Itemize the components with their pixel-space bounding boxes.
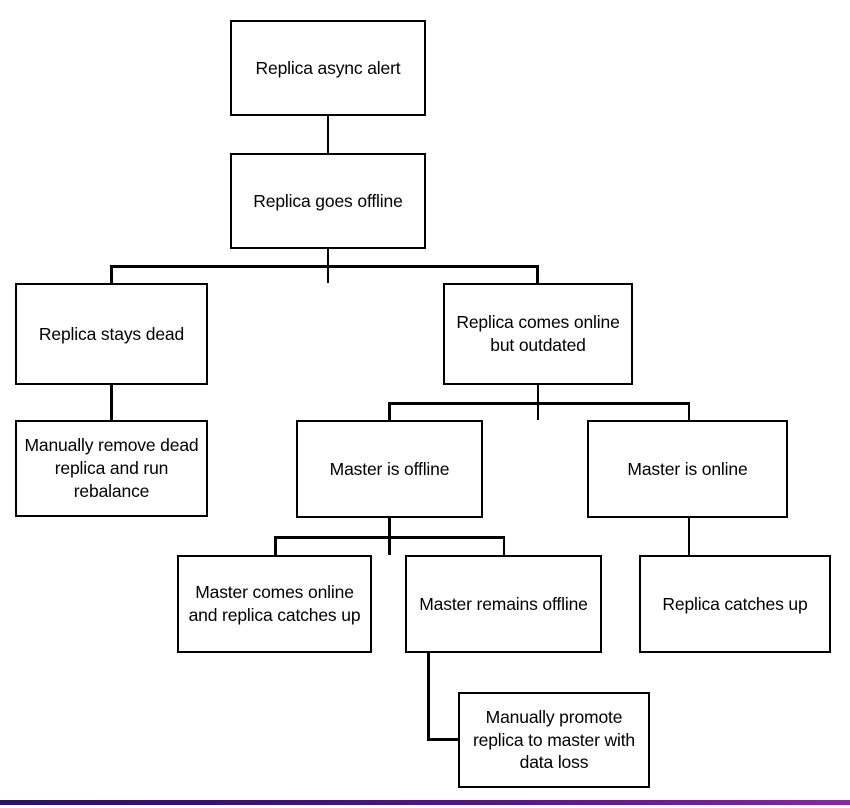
connector-level3-split-bar <box>274 536 505 539</box>
connector-stays-dead-to-remove-replica <box>110 385 113 421</box>
node-label: Replica goes offline <box>253 190 403 211</box>
node-label: Replica async alert <box>255 57 401 78</box>
node-label: Replica comes online but outdated <box>456 312 620 355</box>
connector-level2-split-bar <box>388 402 690 405</box>
node-replica-catches-up[interactable]: Replica catches up <box>639 555 831 653</box>
node-label: Manually remove dead replica and run reb… <box>24 435 199 501</box>
node-label: Master is offline <box>329 458 450 479</box>
node-master-is-online[interactable]: Master is online <box>587 420 788 518</box>
node-manually-remove-dead-replica[interactable]: Manually remove dead replica and run reb… <box>15 420 208 517</box>
node-master-remains-offline[interactable]: Master remains offline <box>405 555 602 653</box>
bottom-accent-rule <box>0 800 850 805</box>
node-replica-stays-dead[interactable]: Replica stays dead <box>15 283 208 385</box>
connector-drop-to-master-is-online <box>687 402 690 421</box>
connector-remains-offline-elbow-vertical <box>427 653 430 740</box>
node-label: Manually promote replica to master with … <box>472 706 636 773</box>
node-label: Master remains offline <box>419 593 588 614</box>
connector-alert-to-goes-offline <box>326 116 329 153</box>
node-master-comes-online-and-replica-catches-up[interactable]: Master comes online and replica catches … <box>177 555 372 653</box>
node-label: Master comes online and replica catches … <box>188 582 361 625</box>
connector-drop-to-master-comes-online <box>274 536 277 555</box>
connector-level1-split-bar <box>110 265 538 268</box>
node-label: Replica stays dead <box>38 323 185 344</box>
node-replica-comes-online-but-outdated[interactable]: Replica comes online but outdated <box>443 283 633 385</box>
node-replica-async-alert[interactable]: Replica async alert <box>230 20 426 116</box>
node-replica-goes-offline[interactable]: Replica goes offline <box>230 153 426 249</box>
connector-drop-to-master-is-offline <box>388 402 391 421</box>
node-label: Replica catches up <box>662 593 808 614</box>
connector-drop-to-replica-stays-dead <box>110 265 113 283</box>
connector-drop-to-master-remains-offline <box>502 536 505 555</box>
node-manually-promote-replica[interactable]: Manually promote replica to master with … <box>458 692 650 788</box>
connector-drop-to-replica-comes-online <box>536 265 539 283</box>
connector-master-online-to-replica-catches-up <box>687 518 690 555</box>
connector-remains-offline-elbow-horizontal <box>427 738 460 741</box>
node-label: Master is online <box>627 458 748 479</box>
node-master-is-offline[interactable]: Master is offline <box>296 420 483 518</box>
